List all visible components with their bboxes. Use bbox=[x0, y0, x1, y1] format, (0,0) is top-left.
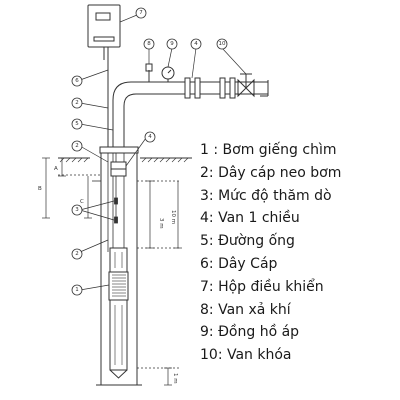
discharge-pipe bbox=[112, 81, 172, 147]
callout-4-well: 4 bbox=[144, 131, 156, 143]
ground-surface bbox=[58, 157, 192, 163]
svg-text:5: 5 bbox=[75, 121, 79, 127]
svg-text:6: 6 bbox=[75, 78, 79, 84]
svg-text:2: 2 bbox=[75, 100, 79, 106]
submersible-pump bbox=[108, 247, 129, 379]
callout-4-top: 4 bbox=[190, 38, 202, 50]
legend-item-9: 9: Đồng hồ áp bbox=[200, 324, 300, 341]
svg-text:7: 7 bbox=[139, 10, 143, 16]
legend-item-10: 10: Van khóa bbox=[200, 347, 292, 364]
dim-label-1m: 1 m bbox=[172, 373, 178, 384]
dim-label-A: A bbox=[54, 166, 58, 172]
dim-label-C: C bbox=[80, 199, 84, 205]
callout-9: 9 bbox=[166, 38, 178, 50]
legend-item-6: 6: Dây Cáp bbox=[200, 255, 278, 272]
legend-item-8: 8: Van xả khí bbox=[200, 301, 291, 318]
dimension-labels: B A C 3 m 10 m 1 m bbox=[38, 166, 178, 384]
svg-text:4: 4 bbox=[148, 134, 152, 140]
legend-item-5: 5: Đường ống bbox=[200, 233, 295, 250]
callout-2-low: 2 bbox=[71, 248, 83, 260]
svg-text:2: 2 bbox=[75, 143, 79, 149]
svg-text:3: 3 bbox=[75, 207, 79, 213]
callout-1: 1 bbox=[71, 284, 83, 296]
svg-text:1: 1 bbox=[75, 287, 79, 293]
air-release-valve bbox=[145, 63, 153, 82]
shut-off-valve bbox=[237, 73, 255, 98]
dim-label-10m: 10 m bbox=[170, 210, 176, 224]
callout-10: 10 bbox=[216, 38, 228, 50]
callout-2-top: 2 bbox=[71, 97, 83, 109]
water-level-lines bbox=[58, 174, 180, 369]
pump-hatching bbox=[112, 252, 126, 365]
inner-check-valve bbox=[110, 161, 127, 177]
callout-2-mid: 2 bbox=[71, 140, 83, 152]
callout-6: 6 bbox=[71, 75, 83, 87]
svg-text:8: 8 bbox=[147, 41, 151, 47]
svg-text:2: 2 bbox=[75, 251, 79, 257]
dim-label-3m: 3 m bbox=[158, 218, 164, 229]
callout-7: 7 bbox=[135, 7, 147, 19]
dim-label-B: B bbox=[38, 186, 42, 192]
dimension-lines bbox=[42, 157, 182, 386]
callout-3: 3 bbox=[71, 204, 83, 216]
legend-item-1: 1 : Bơm giếng chìm bbox=[200, 142, 337, 158]
component-legend: 1 : Bơm giếng chìm 2: Dây cáp neo bơm 3:… bbox=[200, 139, 398, 367]
legend-item-2: 2: Dây cáp neo bơm bbox=[200, 164, 342, 181]
check-valve-flanges bbox=[184, 77, 236, 99]
svg-text:10: 10 bbox=[219, 41, 226, 47]
svg-text:4: 4 bbox=[194, 41, 198, 47]
legend-item-3: 3: Mức độ thăm dò bbox=[200, 187, 332, 204]
callout-8: 8 bbox=[143, 38, 155, 50]
svg-text:9: 9 bbox=[170, 41, 174, 47]
legend-item-7: 7: Hộp điều khiển bbox=[200, 278, 324, 295]
callout-5: 5 bbox=[71, 118, 83, 130]
callouts: 7 8 9 4 10 6 2 5 4 2 3 2 1 bbox=[71, 7, 228, 296]
callout-leaders bbox=[79, 14, 247, 291]
pressure-gauge bbox=[161, 66, 175, 82]
control-box-screen bbox=[95, 12, 111, 21]
well-head bbox=[99, 146, 139, 154]
legend-item-4: 4: Van 1 chiều bbox=[200, 210, 300, 227]
control-box-slot bbox=[93, 36, 115, 42]
